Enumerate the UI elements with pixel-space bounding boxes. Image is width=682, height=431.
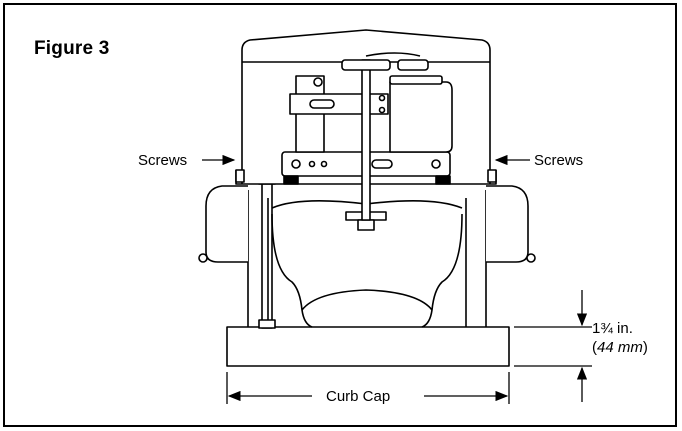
curb-cap-base bbox=[226, 326, 510, 367]
dimension-metric-label: (44 mm) bbox=[592, 339, 648, 356]
shroud-right-knob bbox=[526, 253, 536, 263]
arm-slot bbox=[309, 99, 335, 109]
mount-hole-4 bbox=[431, 159, 441, 169]
shroud-left bbox=[205, 185, 248, 263]
mount-hole-2 bbox=[308, 160, 316, 168]
gasket-right bbox=[435, 175, 451, 185]
motor bbox=[389, 81, 453, 153]
drive-shaft bbox=[361, 59, 371, 221]
mount-hole-1 bbox=[291, 159, 301, 169]
screw-right bbox=[487, 169, 497, 183]
screws-left-label: Screws bbox=[138, 152, 187, 169]
screws-right-label: Screws bbox=[534, 152, 583, 169]
arm-hole-2 bbox=[378, 106, 386, 114]
horizontal-arm bbox=[289, 93, 389, 115]
curb-cap-label: Curb Cap bbox=[326, 388, 390, 405]
dimension-metric-value: 44 mm bbox=[597, 339, 643, 356]
dimension-metric-open: ( bbox=[592, 339, 597, 356]
dimension-metric-close: ) bbox=[643, 339, 648, 356]
mounting-bolt bbox=[261, 177, 273, 329]
shroud-left-knob bbox=[198, 253, 208, 263]
top-pulley bbox=[341, 59, 391, 71]
arm-hole-1 bbox=[378, 94, 386, 102]
shroud-right bbox=[486, 185, 529, 263]
mount-hole-3 bbox=[320, 160, 328, 168]
motor-pulley bbox=[397, 59, 429, 71]
motor-end bbox=[389, 75, 443, 85]
figure-title: Figure 3 bbox=[34, 38, 110, 59]
belt bbox=[365, 52, 421, 57]
shaft-hub bbox=[357, 219, 375, 231]
fan-wheel-bowl bbox=[271, 213, 463, 328]
gasket-left bbox=[283, 175, 299, 185]
fan-wheel-hub bbox=[301, 289, 433, 311]
mount-slot bbox=[371, 159, 393, 169]
bracket-hole-top bbox=[313, 77, 323, 87]
screw-left bbox=[235, 169, 245, 183]
bolt-nut-bottom bbox=[258, 319, 276, 329]
dimension-imperial-label: 1¾ in. bbox=[592, 320, 633, 337]
